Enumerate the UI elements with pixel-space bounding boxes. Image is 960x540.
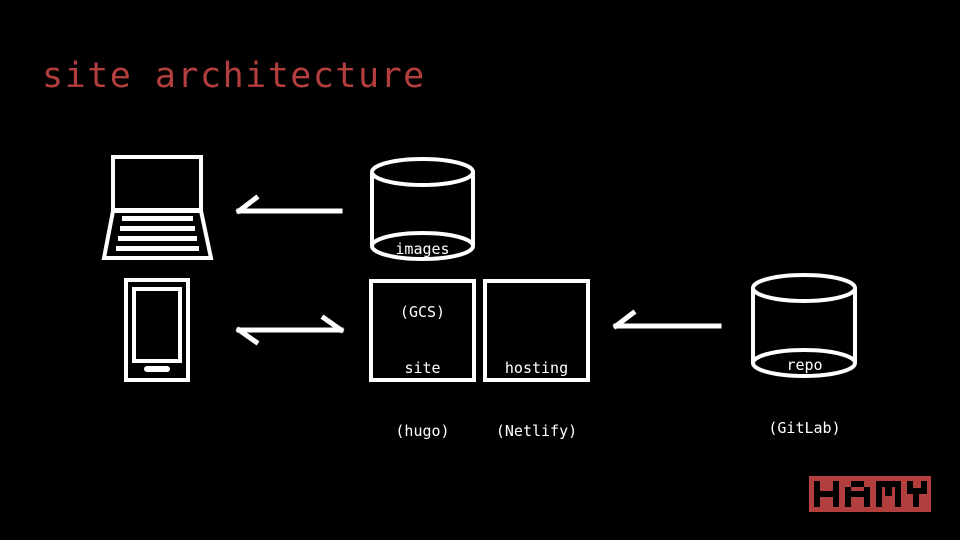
arrow-images-to-laptop [235,194,343,215]
laptop-keys [116,216,199,251]
phone-home-button [144,366,170,372]
hamy-logo-glyphs [814,481,927,507]
arrow-repo-to-hosting [612,309,722,330]
arrow-phone-to-site [235,314,345,346]
node-hosting-box [483,279,590,382]
node-repo-cylinder [751,273,857,378]
laptop-icon [101,155,214,260]
hamy-logo [809,476,931,512]
page-title: site architecture [42,56,426,96]
node-site-box [369,279,476,382]
node-images-cylinder [370,157,475,261]
phone-icon [124,278,190,382]
